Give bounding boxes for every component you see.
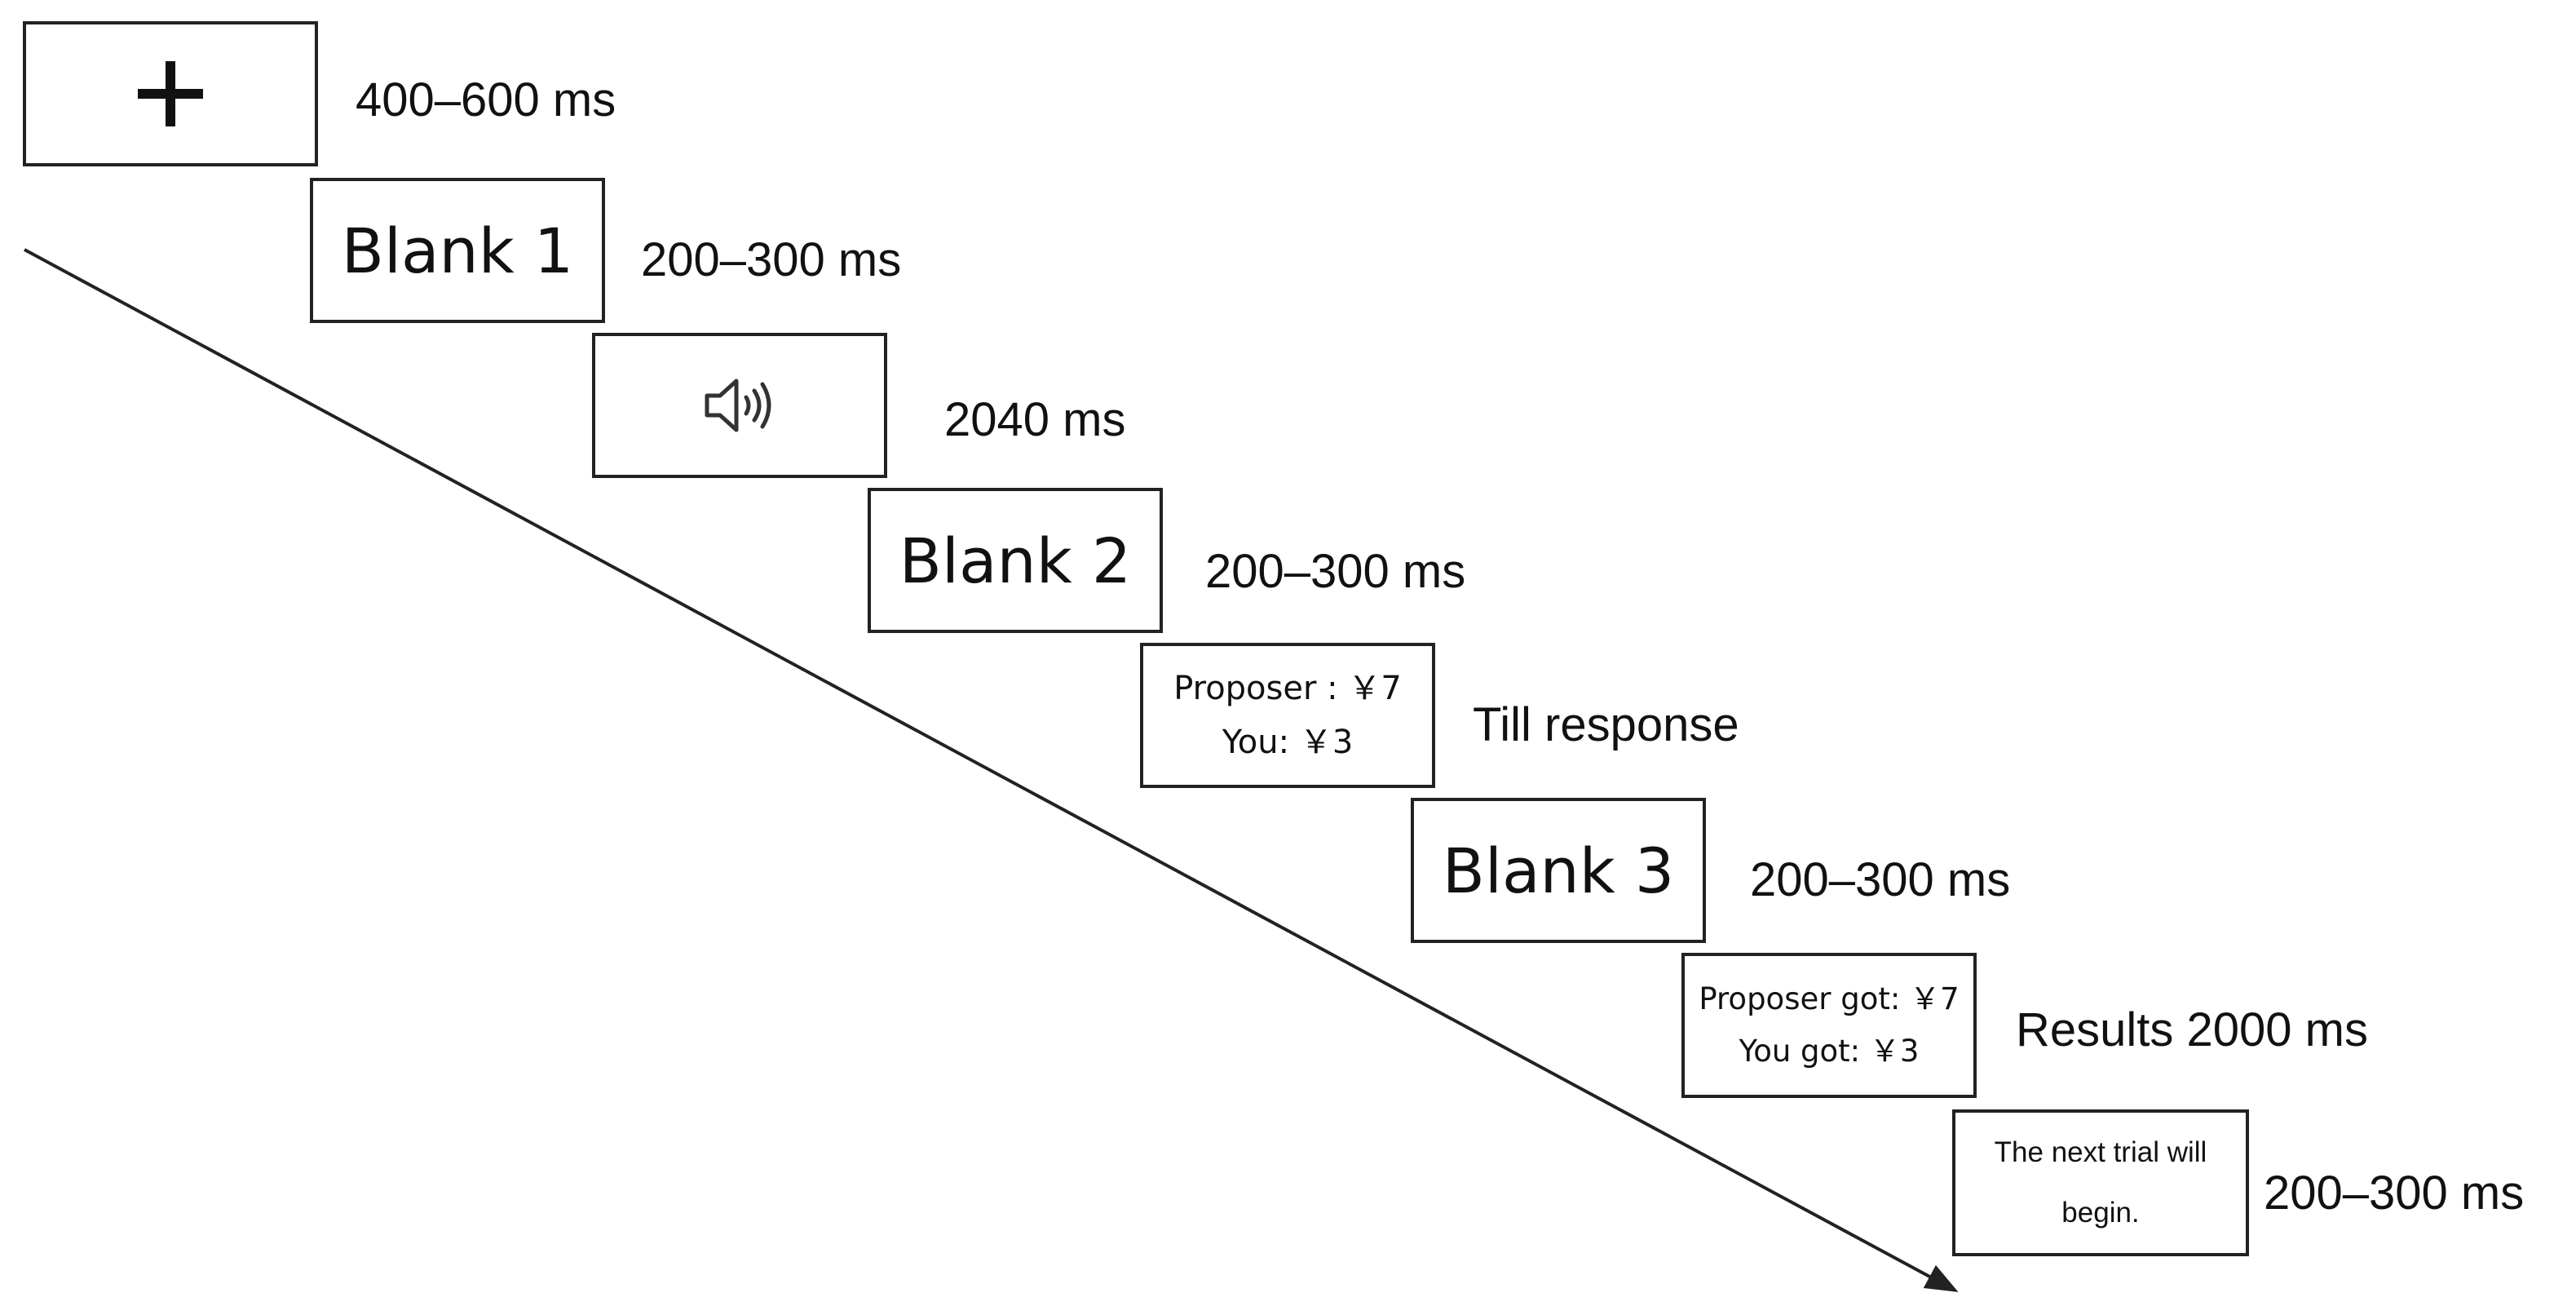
offer-proposer-amount: Proposer : ￥7 [1173,670,1402,707]
blank-1-screen: Blank 1 [310,178,605,323]
offer-duration: Till response [1473,698,1739,751]
sound-duration: 2040 ms [944,393,1126,446]
offer-screen: Proposer : ￥7 You: ￥3 [1140,643,1435,788]
fixation-screen [23,21,318,166]
sound-screen [592,333,887,478]
plus-icon [138,61,203,126]
blank-1-duration: 200–300 ms [641,233,902,286]
fixation-duration: 400–600 ms [356,73,616,126]
next-trial-duration: 200–300 ms [2264,1167,2525,1220]
blank-2-label: Blank 2 [899,524,1132,597]
blank-3-screen: Blank 3 [1411,798,1706,943]
results-you-amount: You got: ￥3 [1739,1034,1920,1069]
speaker-icon [705,379,771,432]
results-proposer-amount: Proposer got: ￥7 [1699,981,1960,1016]
blank-3-label: Blank 3 [1442,834,1675,907]
blank-1-label: Blank 1 [341,214,574,287]
time-axis-line [24,248,1959,1292]
blank-2-duration: 200–300 ms [1205,545,1466,598]
offer-you-amount: You: ￥3 [1222,724,1354,761]
next-trial-screen: The next trial will begin. [1952,1109,2249,1256]
results-duration: Results 2000 ms [2016,1003,2368,1056]
results-screen: Proposer got: ￥7 You got: ￥3 [1681,953,1977,1098]
blank-3-duration: 200–300 ms [1750,853,2011,906]
next-trial-line-1: The next trial will [1994,1136,2207,1168]
blank-2-screen: Blank 2 [868,488,1163,633]
next-trial-line-2: begin. [2061,1197,2140,1229]
